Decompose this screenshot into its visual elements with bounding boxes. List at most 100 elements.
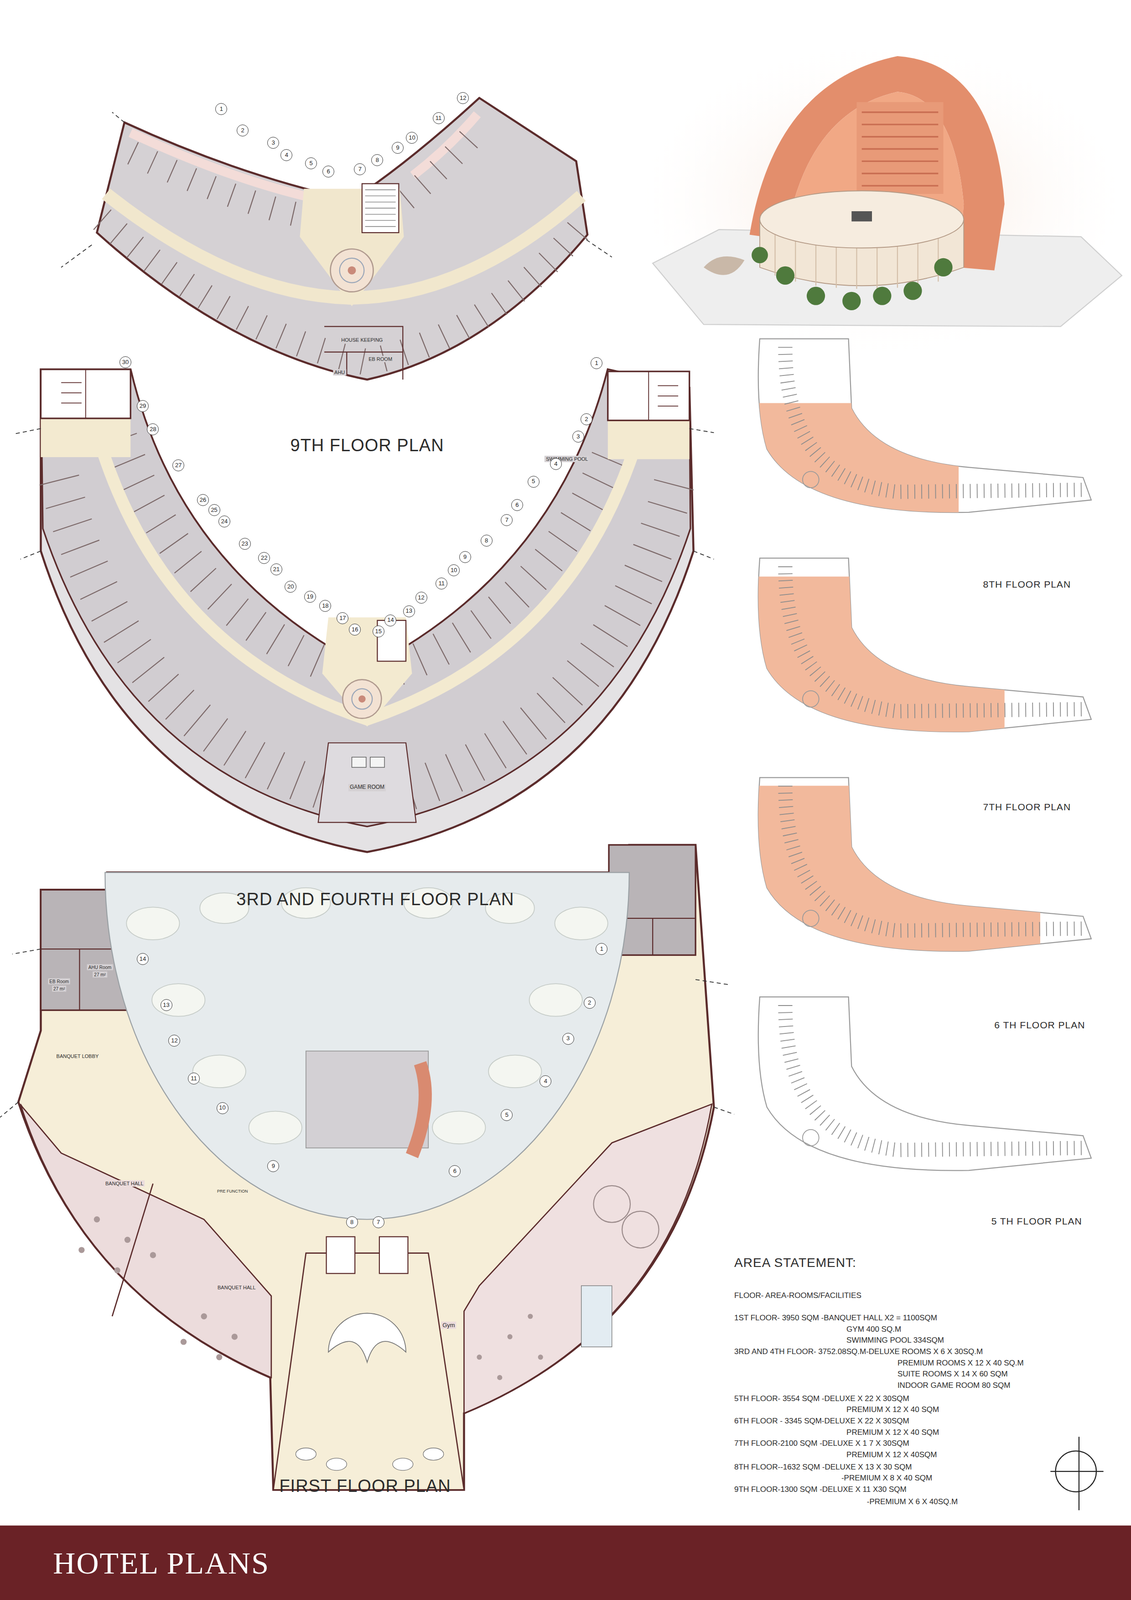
callout-number: 5: [305, 157, 317, 170]
area-line: PREMIUM X 12 X 40 SQM: [846, 1427, 940, 1437]
callout-number: 30: [119, 356, 132, 369]
callout-number: 11: [435, 577, 448, 590]
seventh-floor-mini-plan: [758, 557, 1092, 732]
area-line: PREMIUM X 12 X 40 SQM: [846, 1405, 940, 1414]
callout-number: 2: [580, 413, 593, 426]
room-area: 27 m²: [51, 985, 67, 991]
area-line: 3RD AND 4TH FLOOR- 3752.08SQ.M-DELUXE RO…: [734, 1347, 983, 1356]
room-label: BANQUET LOBBY: [55, 1052, 101, 1059]
callout-number: 12: [415, 591, 428, 604]
callout-number: 16: [348, 623, 361, 636]
plan-title: 7TH FLOOR PLAN: [983, 801, 1072, 812]
room-label: AHU: [332, 368, 347, 376]
callout-number: 2: [236, 124, 249, 137]
callout-number: 29: [136, 399, 149, 412]
callout-number: 15: [372, 625, 385, 638]
callout-number: 17: [336, 612, 349, 624]
callout-number: 21: [270, 563, 283, 576]
area-line: 1ST FLOOR- 3950 SQM -BANQUET HALL X2 = 1…: [734, 1313, 938, 1323]
room-area: 27 m²: [92, 970, 108, 977]
plan-title: 5 TH FLOOR PLAN: [991, 1215, 1083, 1226]
callout-number: 20: [284, 580, 297, 593]
title-bar: [0, 1525, 1131, 1600]
callout-number: 9: [459, 550, 472, 563]
callout-number: 25: [208, 503, 221, 516]
area-line: 5TH FLOOR- 3554 SQM -DELUXE X 22 X 30SQM: [734, 1394, 910, 1403]
callout-number: 18: [319, 599, 332, 612]
area-line: FLOOR- AREA-ROOMS/FACILITIES: [734, 1291, 862, 1300]
area-heading: AREA STATEMENT:: [734, 1255, 857, 1270]
area-line: 7TH FLOOR-2100 SQM -DELUXE X 1 7 X 30SQM: [734, 1438, 910, 1448]
plan-title: 6 TH FLOOR PLAN: [994, 1019, 1085, 1031]
callout-number: 8: [371, 154, 384, 167]
callout-number: 8: [480, 534, 493, 547]
callout-number: 5: [500, 1108, 513, 1121]
callout-number: 13: [160, 998, 173, 1011]
callout-number: 4: [549, 457, 562, 470]
callout-number: 23: [238, 537, 251, 550]
callout-number: 10: [447, 564, 460, 576]
callout-number: 6: [448, 1164, 461, 1177]
room-label: BANQUET HALL: [216, 1283, 258, 1291]
eighth-floor-mini-plan: [758, 338, 1092, 513]
plan-title: FIRST FLOOR PLAN: [279, 1476, 451, 1496]
callout-number: 28: [146, 423, 159, 436]
callout-number: 8: [346, 1215, 358, 1228]
callout-number: 4: [280, 149, 293, 161]
callout-number: 9: [267, 1159, 280, 1172]
plan-title: 9TH FLOOR PLAN: [290, 435, 445, 456]
callout-number: 3: [267, 136, 280, 149]
callout-number: 10: [216, 1101, 229, 1114]
room-label: GAME ROOM: [348, 783, 386, 791]
callout-number: 26: [197, 493, 209, 506]
third-fourth-floor-plan: [15, 369, 715, 852]
sixth-floor-mini-plan: [758, 777, 1092, 951]
area-line: 9TH FLOOR-1300 SQM -DELUXE X 11 X30 SQM: [734, 1484, 907, 1494]
area-line: -PREMIUM X 8 X 40 SQM: [841, 1473, 933, 1483]
room-label: HOUSE KEEPING: [339, 336, 384, 343]
callout-number: 14: [384, 614, 397, 627]
callout-number: 7: [500, 513, 513, 526]
area-line: PREMIUM X 12 X 40SQM: [846, 1450, 937, 1459]
callout-number: 19: [304, 590, 317, 603]
callout-number: 3: [562, 1032, 575, 1045]
callout-number: 27: [172, 459, 185, 472]
area-line: 6TH FLOOR - 3345 SQM-DELUXE X 22 X 30SQM: [734, 1416, 910, 1426]
area-line: SUITE ROOMS X 14 X 60 SQM: [897, 1369, 1008, 1379]
area-line: 8TH FLOOR--1632 SQM -DELUXE X 13 X 30 SQ…: [734, 1462, 912, 1471]
room-label: BANQUET HALL: [103, 1179, 146, 1187]
callout-number: 1: [595, 942, 608, 955]
callout-number: 13: [403, 605, 416, 618]
area-line: PREMIUM ROOMS X 12 X 40 SQ.M: [897, 1358, 1024, 1367]
callout-number: 11: [187, 1072, 200, 1085]
area-line: GYM 400 SQ.M: [846, 1324, 902, 1334]
room-label: PRE FUNCTION: [215, 1188, 250, 1194]
callout-number: 7: [372, 1215, 385, 1228]
callout-number: 1: [215, 103, 228, 115]
area-line: -PREMIUM X 6 X 40SQ.M: [866, 1496, 958, 1506]
callout-number: 6: [322, 165, 335, 178]
callout-number: 10: [405, 131, 418, 144]
room-label: EB Room: [47, 978, 71, 985]
area-line: INDOOR GAME ROOM 80 SQM: [897, 1380, 1011, 1390]
plan-title: 3RD AND FOURTH FLOOR PLAN: [236, 889, 514, 909]
room-label: AHU Room: [87, 963, 114, 970]
callout-number: 12: [168, 1034, 181, 1047]
callout-number: 9: [391, 141, 404, 154]
callout-number: 6: [511, 498, 524, 511]
plan-title: 8TH FLOOR PLAN: [983, 579, 1072, 590]
callout-number: 4: [539, 1074, 552, 1087]
north-arrow: [1050, 1436, 1104, 1510]
callout-number: 1: [590, 357, 603, 369]
callout-number: 22: [258, 551, 270, 564]
first-floor-plan: [0, 844, 735, 1490]
callout-number: 3: [572, 430, 585, 443]
sheet-title: HOTEL PLANS: [52, 1545, 270, 1580]
fifth-floor-mini-plan: [758, 996, 1092, 1171]
callout-number: 12: [456, 92, 469, 104]
callout-number: 11: [432, 112, 445, 125]
building-render: [627, 35, 1131, 363]
callout-number: 24: [218, 515, 231, 528]
callout-number: 2: [583, 996, 596, 1009]
callout-number: 14: [136, 952, 149, 965]
